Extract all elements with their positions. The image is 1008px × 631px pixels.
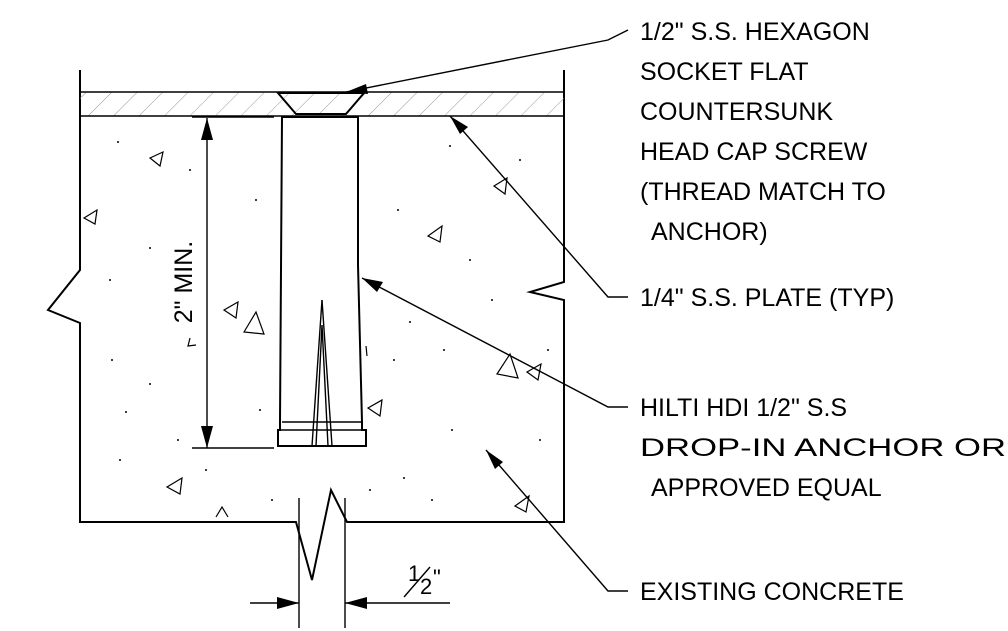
svg-text:1/4" S.S. PLATE (TYP): 1/4" S.S. PLATE (TYP) <box>640 284 894 312</box>
svg-text:HILTI HDI 1/2" S.S: HILTI HDI 1/2" S.S <box>640 394 847 422</box>
diameter-inch-mark: " <box>433 565 441 590</box>
svg-text:EXISTING CONCRETE: EXISTING CONCRETE <box>640 578 904 606</box>
leader-plate <box>449 115 628 298</box>
svg-text:1/2" S.S. HEXAGON: 1/2" S.S. HEXAGON <box>640 18 870 46</box>
diameter-numerator: 1 <box>408 561 420 586</box>
leader-anchor <box>361 277 628 408</box>
embedment-dimension: 2" MIN. <box>170 116 274 449</box>
svg-text:ANCHOR): ANCHOR) <box>651 218 768 246</box>
svg-text:HEAD CAP SCREW: HEAD CAP SCREW <box>640 138 868 166</box>
callout-screw: 1/2" S.S. HEXAGON SOCKET FLAT COUNTERSUN… <box>640 18 886 246</box>
callout-plate: 1/4" S.S. PLATE (TYP) <box>640 284 894 312</box>
leader-concrete <box>485 449 628 592</box>
svg-text:DROP-IN ANCHOR OR: DROP-IN ANCHOR OR <box>640 434 1006 462</box>
svg-text:SOCKET FLAT: SOCKET FLAT <box>640 58 809 86</box>
drop-in-anchor <box>277 116 367 447</box>
concrete-aggregate <box>82 141 549 518</box>
svg-text:APPROVED EQUAL: APPROVED EQUAL <box>651 474 882 502</box>
steel-plate <box>80 91 564 117</box>
screw-head <box>275 92 367 115</box>
callout-concrete: EXISTING CONCRETE <box>640 578 904 606</box>
svg-text:(THREAD MATCH TO: (THREAD MATCH TO <box>640 178 886 206</box>
leader-screw <box>345 29 629 94</box>
diameter-dimension: 1 2 " <box>250 498 450 628</box>
callout-anchor: HILTI HDI 1/2" S.S DROP-IN ANCHOR OR APP… <box>640 394 1006 502</box>
embedment-label: 2" MIN. <box>170 241 198 324</box>
concrete-outline <box>46 70 565 581</box>
svg-text:COUNTERSUNK: COUNTERSUNK <box>640 98 833 126</box>
diameter-denominator: 2 <box>420 574 432 599</box>
